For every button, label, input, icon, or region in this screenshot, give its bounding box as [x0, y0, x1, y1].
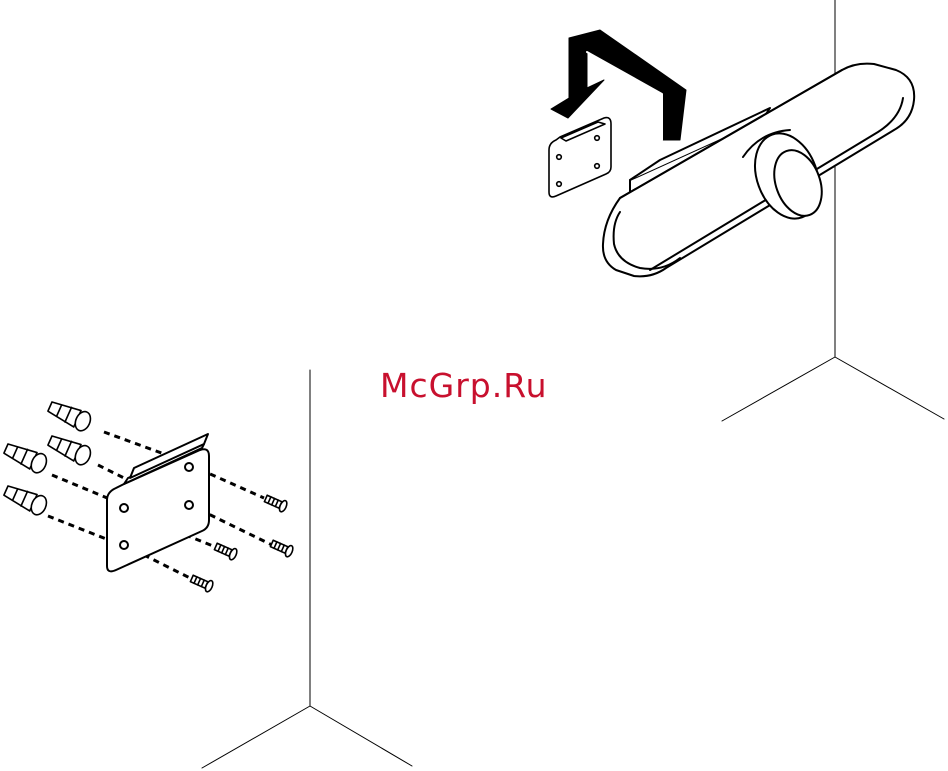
wall-corner-left — [202, 370, 412, 768]
watermark-text: McGrp.Ru — [380, 366, 548, 405]
screw-icon — [213, 541, 238, 561]
camera-device — [603, 64, 914, 277]
wall-anchors — [2, 397, 93, 517]
step-mount-camera — [549, 0, 944, 421]
wall-anchor-icon — [2, 481, 49, 517]
step-attach-bracket — [2, 370, 412, 768]
screw-icon — [269, 538, 294, 558]
screw-icon — [263, 493, 288, 513]
wall-anchor-icon — [2, 439, 49, 475]
down-arrow-icon — [551, 30, 686, 140]
bracket-preview — [549, 118, 611, 197]
wall-anchor-icon — [46, 431, 93, 467]
screw-icon — [189, 573, 214, 593]
wall-anchor-icon — [46, 397, 93, 433]
wall-bracket — [107, 434, 209, 571]
